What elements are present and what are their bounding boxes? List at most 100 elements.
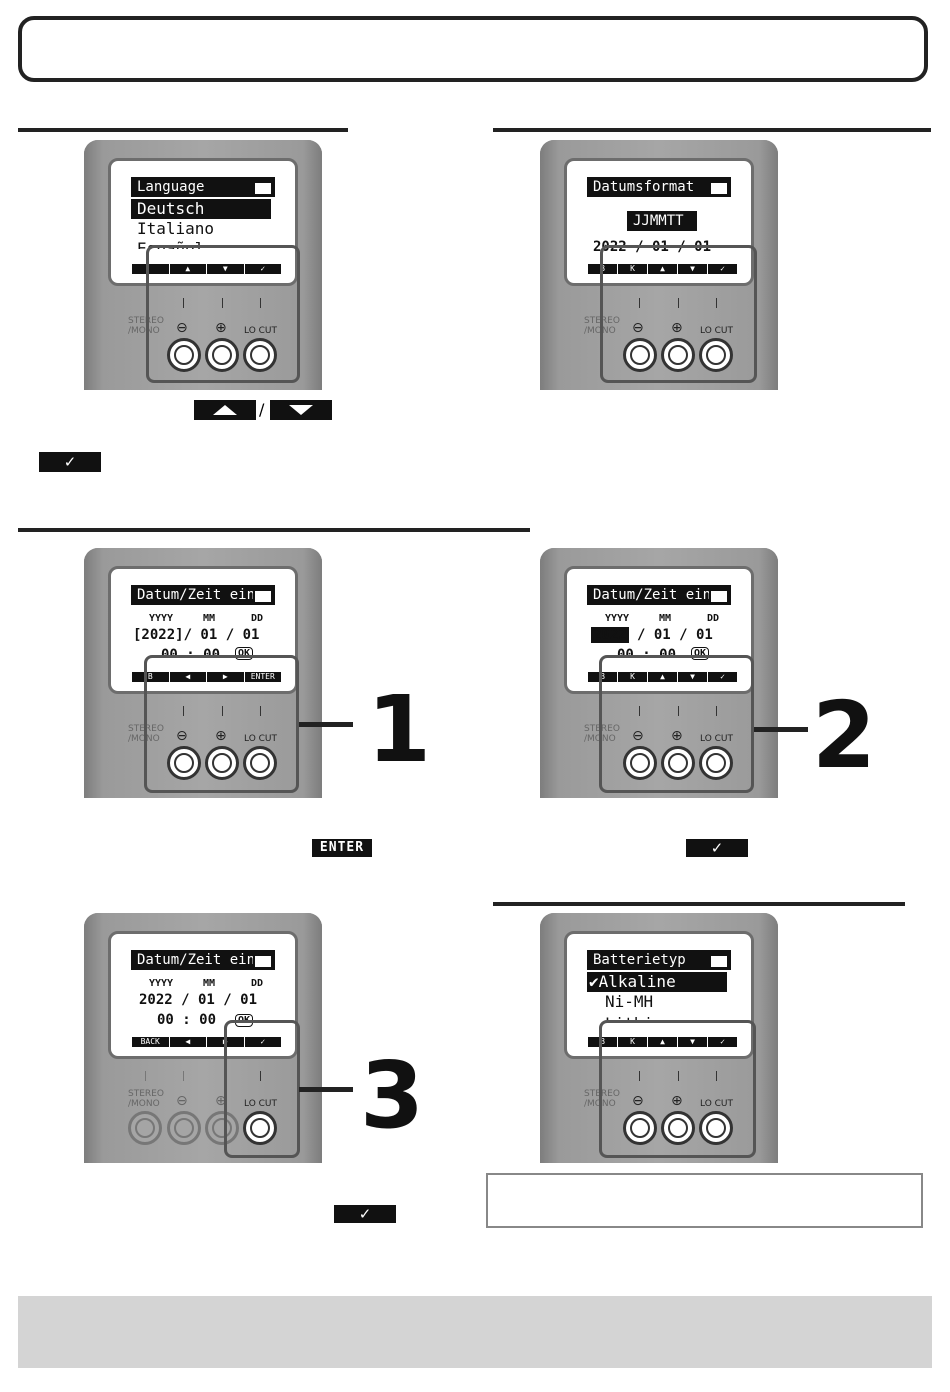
- soft-key: B: [587, 1037, 617, 1047]
- function-button-2[interactable]: [205, 746, 239, 780]
- lo-cut-label: LO CUT: [700, 734, 734, 744]
- function-button-3[interactable]: [243, 338, 277, 372]
- function-button-1[interactable]: [623, 338, 657, 372]
- device-language: Language Deutsch Italiano Español ▲ ▼ ✓ …: [84, 140, 322, 390]
- callout-line: [299, 722, 353, 727]
- date-value: 2022 / 01 / 01: [139, 992, 258, 1008]
- device-date-time-step1: Datum/Zeit ein YYYY MM DD [2022]/ 01 / 0…: [84, 548, 322, 798]
- function-button-3[interactable]: [699, 1111, 733, 1145]
- screen-title: Datum/Zeit ein: [131, 950, 275, 970]
- function-button-2[interactable]: [661, 338, 695, 372]
- step-number-3: 3: [360, 1042, 425, 1149]
- note-box: [486, 1173, 923, 1228]
- tick: [260, 1071, 261, 1081]
- function-button-3[interactable]: [699, 746, 733, 780]
- soft-key: ◀: [168, 672, 207, 682]
- zoom-out-icon: ⊖: [632, 1093, 644, 1109]
- battery-icon: [253, 589, 275, 604]
- ok-badge: OK: [235, 647, 254, 660]
- battery-icon: [709, 954, 731, 969]
- step-number-2: 2: [812, 682, 877, 789]
- function-button-3[interactable]: [243, 746, 277, 780]
- lcd-screen: Datum/Zeit ein YYYY MM DD 2022 / 01 / 01…: [108, 931, 298, 1059]
- function-button-1[interactable]: [623, 1111, 657, 1145]
- check-icon: ✓: [39, 452, 101, 472]
- button-highlight-frame: [600, 245, 757, 383]
- lo-cut-label: LO CUT: [700, 326, 734, 336]
- function-button-2[interactable]: [661, 1111, 695, 1145]
- button-highlight-frame: [224, 1020, 300, 1158]
- battery-icon: [709, 181, 731, 196]
- lcd-screen: Batterietyp ✔Alkaline Ni-MH Lithium B K …: [564, 931, 754, 1059]
- soft-key: BACK: [131, 1037, 169, 1047]
- button-highlight-frame: [599, 655, 754, 793]
- tick: [639, 706, 640, 716]
- zoom-in-icon: ⊕: [671, 320, 683, 336]
- tick: [145, 1071, 146, 1081]
- soft-key: ▲: [647, 672, 677, 682]
- zoom-in-icon: ⊕: [671, 728, 683, 744]
- tick: [678, 706, 679, 716]
- date-value: [2022]/ 01 / 01: [133, 627, 260, 643]
- zoom-out-icon: ⊖: [176, 320, 188, 336]
- section-rule-date-time: [18, 528, 530, 532]
- function-button-1[interactable]: [167, 338, 201, 372]
- day-label: DD: [707, 613, 720, 624]
- soft-key: K: [617, 1037, 647, 1047]
- zoom-out-icon: ⊖: [176, 1093, 188, 1109]
- date-format-value: JJMMTT: [627, 211, 697, 231]
- month-label: MM: [203, 978, 216, 989]
- button-highlight-frame: [146, 245, 300, 383]
- soft-key: ▼: [206, 264, 244, 274]
- section-rule-battery: [493, 902, 905, 906]
- tick: [716, 1071, 717, 1081]
- down-arrow-icon: [270, 400, 332, 420]
- soft-key: ◀: [168, 1037, 207, 1047]
- soft-key: ✓: [707, 264, 737, 274]
- tick: [639, 1071, 640, 1081]
- callout-line: [754, 727, 808, 732]
- soft-key: B: [587, 672, 617, 682]
- year-value-selected: 2022: [591, 627, 629, 643]
- function-button-3[interactable]: [243, 1111, 277, 1145]
- up-arrow-icon: [194, 400, 256, 420]
- separator: /: [259, 400, 265, 419]
- function-button-1[interactable]: [623, 746, 657, 780]
- lo-cut-label: LO CUT: [244, 326, 278, 336]
- lo-cut-label: LO CUT: [244, 734, 278, 744]
- device-date-format: Datumsformat JJMMTT 2022 / 01 / 01 B K ▲…: [540, 140, 778, 390]
- soft-key: ▲: [647, 1037, 677, 1047]
- year-label: YYYY: [149, 613, 174, 624]
- soft-key: ▲: [647, 264, 677, 274]
- function-button-2[interactable]: [661, 746, 695, 780]
- screen-title: Datum/Zeit ein: [587, 585, 731, 605]
- function-button-1[interactable]: [167, 1111, 201, 1145]
- menu-item-selected: Deutsch: [131, 199, 271, 219]
- screen-title: Language: [131, 177, 275, 197]
- year-label: YYYY: [605, 613, 630, 624]
- function-button-2[interactable]: [205, 1111, 239, 1145]
- device-battery-type: Batterietyp ✔Alkaline Ni-MH Lithium B K …: [540, 913, 778, 1163]
- tick: [183, 706, 184, 716]
- device-date-time-step3: Datum/Zeit ein YYYY MM DD 2022 / 01 / 01…: [84, 913, 322, 1163]
- function-button-1[interactable]: [167, 746, 201, 780]
- lcd-screen: Language Deutsch Italiano Español ▲ ▼ ✓: [108, 158, 298, 286]
- soft-key: ▶: [206, 672, 244, 682]
- tick: [678, 298, 679, 308]
- tick: [222, 298, 223, 308]
- stereo-mono-button[interactable]: [128, 1111, 162, 1145]
- function-button-2[interactable]: [205, 338, 239, 372]
- enter-icon: ENTER: [312, 839, 372, 857]
- soft-key: B: [131, 672, 169, 682]
- tick: [260, 298, 261, 308]
- date-rest: / 01 / 01: [637, 627, 713, 643]
- time-value: 00 : 00: [617, 647, 677, 655]
- tick: [716, 706, 717, 716]
- tick: [678, 1071, 679, 1081]
- function-button-3[interactable]: [699, 338, 733, 372]
- soft-key: K: [617, 672, 647, 682]
- day-label: DD: [251, 613, 264, 624]
- soft-key: ✓: [243, 264, 282, 274]
- tick: [716, 298, 717, 308]
- soft-key: ▼: [677, 672, 707, 682]
